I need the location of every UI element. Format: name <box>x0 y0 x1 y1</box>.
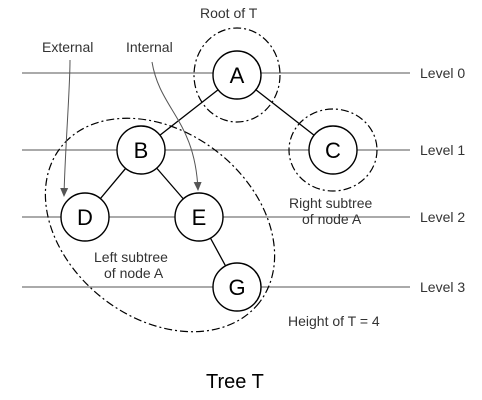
node-label: E <box>192 205 207 230</box>
node-label: D <box>77 205 93 230</box>
callout-arrows <box>60 59 202 197</box>
left-subtree-dashed-outline <box>44 117 276 333</box>
root-label: Root of T <box>200 5 258 21</box>
level-label-1: Level 1 <box>420 142 465 158</box>
node-circle <box>212 262 262 312</box>
diagram-caption: Tree T <box>206 371 264 393</box>
level-label-0: Level 0 <box>420 65 465 81</box>
node-label: B <box>134 138 149 163</box>
node-label: A <box>230 63 245 88</box>
node-g: G <box>212 262 262 312</box>
internal-arrow <box>151 61 202 191</box>
right-subtree-dashed-outline <box>288 108 378 192</box>
node-circle <box>116 125 166 175</box>
right-subtree-label-line2: of node A <box>302 211 362 227</box>
node-circle <box>212 50 262 100</box>
node-circle <box>60 192 110 242</box>
height-label: Height of T = 4 <box>288 313 380 329</box>
node-circle <box>174 192 224 242</box>
node-c: C <box>308 125 358 175</box>
node-label: G <box>228 275 245 300</box>
level-label-3: Level 3 <box>420 279 465 295</box>
node-e: E <box>174 192 224 242</box>
node-a: A <box>212 50 262 100</box>
left-subtree-label-line2: of node A <box>104 265 164 281</box>
external-label: External <box>42 39 93 55</box>
root-dashed-outline <box>193 27 281 123</box>
node-circle <box>308 125 358 175</box>
tree-nodes: A B C D E G <box>60 50 358 312</box>
node-d: D <box>60 192 110 242</box>
level-labels: Level 0 Level 1 Level 2 Level 3 <box>420 65 465 295</box>
subtree-outlines <box>44 27 378 333</box>
right-subtree-label-line1: Right subtree <box>289 195 372 211</box>
left-subtree-label-line1: Left subtree <box>94 249 168 265</box>
node-label: C <box>325 138 341 163</box>
internal-label: Internal <box>126 39 173 55</box>
level-label-2: Level 2 <box>420 209 465 225</box>
external-arrow <box>60 59 71 197</box>
node-b: B <box>116 125 166 175</box>
level-lines <box>22 72 410 288</box>
